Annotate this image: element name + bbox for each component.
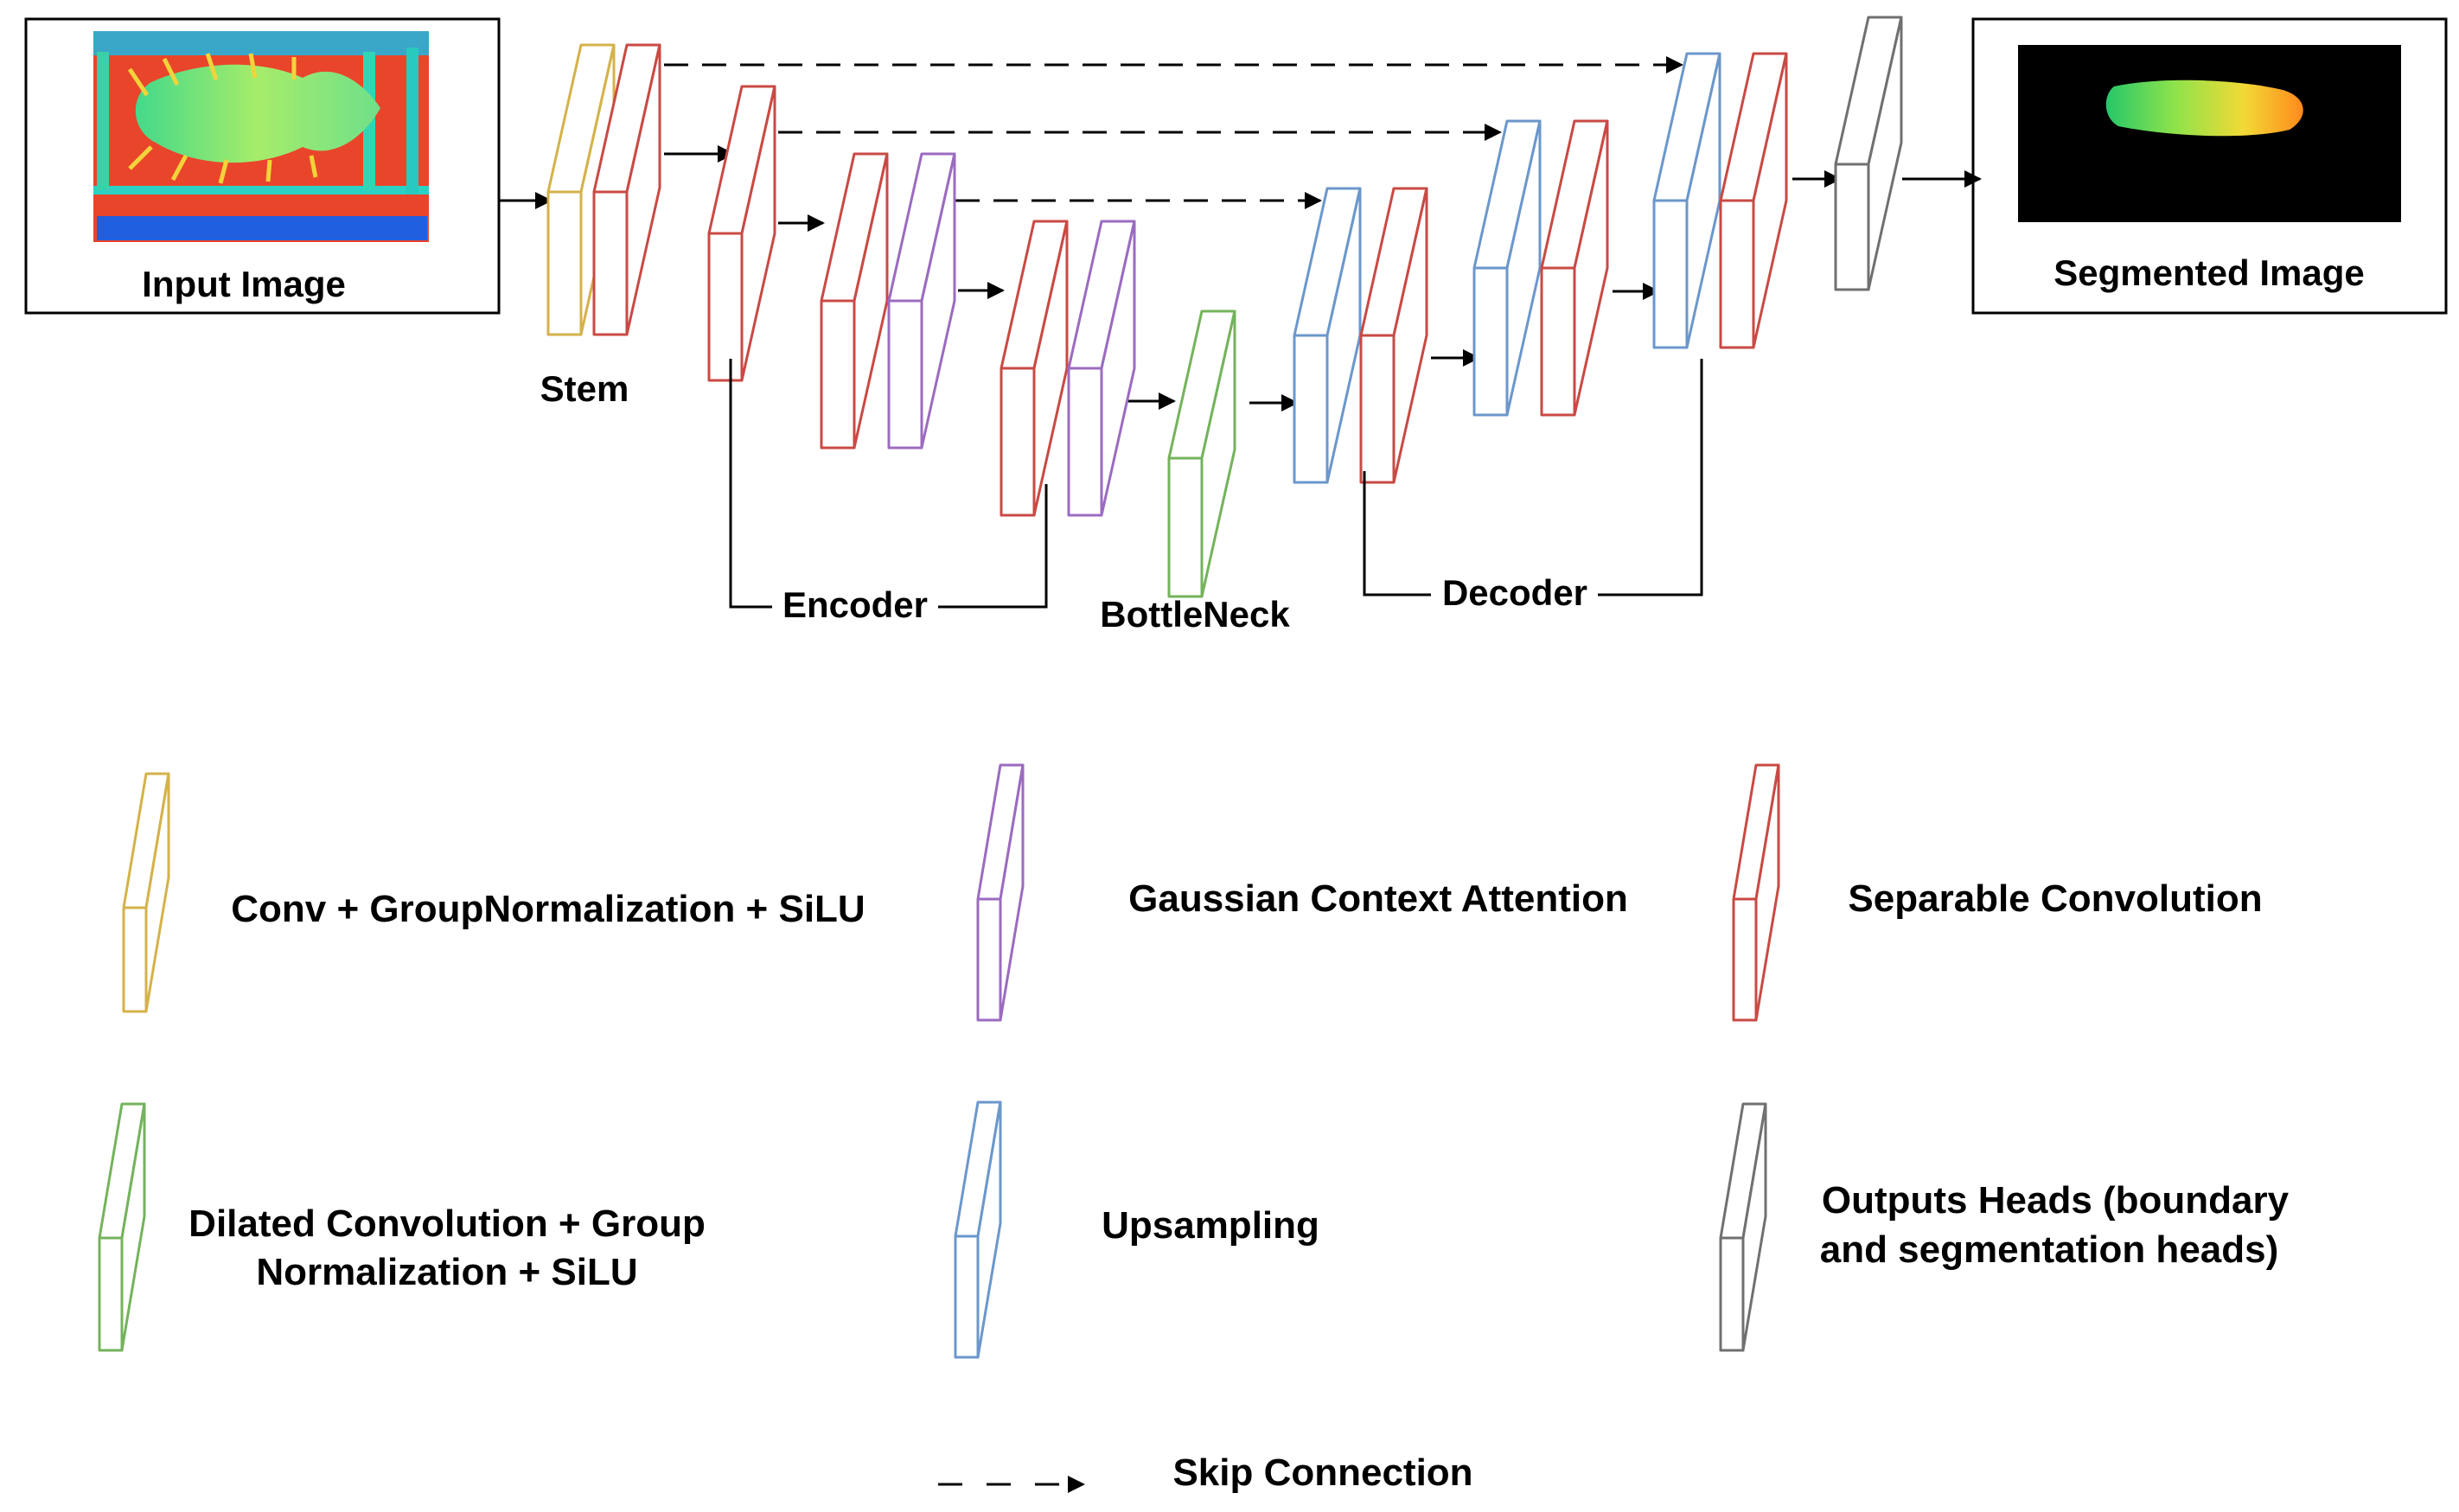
segmented-image	[2018, 45, 2401, 222]
decoder-separable-conv-block-3	[1719, 52, 1788, 349]
stage-label-decoder: Decoder	[1442, 572, 1587, 613]
legend-label-dilated-conv-line-2: Normalization + SiLU	[256, 1251, 637, 1293]
stage-labels: Stem Encoder BottleNeck Decoder	[540, 359, 1703, 635]
decoder-separable-conv-block-1	[1359, 187, 1428, 484]
legend-label-output-heads-line-2: and segmentation heads)	[1820, 1228, 2279, 1271]
legend-block-separable-conv	[1732, 763, 1780, 1022]
decoder-separable-conv-block-2	[1540, 119, 1609, 417]
legend-label-conv-gn-silu: Conv + GroupNormalization + SiLU	[231, 888, 865, 930]
decoder-upsampling-block-3	[1652, 52, 1721, 349]
legend-label-output-heads-line-1: Outputs Heads (boundary	[1822, 1179, 2290, 1222]
input-panel-label: Input Image	[142, 264, 346, 304]
legend-block-conv-gn-silu	[122, 772, 170, 1013]
legend-block-gaussian-attention	[976, 763, 1025, 1022]
input-panel: Input Image	[24, 17, 501, 315]
input-image	[93, 31, 429, 242]
encoder-separable-conv-block-2	[820, 152, 889, 450]
stem-separable-conv-block	[592, 43, 661, 336]
bottleneck-dilated-conv-block	[1167, 309, 1236, 598]
legend-label-separable-conv: Separable Convolution	[1848, 877, 2262, 920]
output-panel: Segmented Image	[1971, 17, 2448, 315]
layer-blocks	[546, 16, 1903, 598]
stage-label-encoder: Encoder	[782, 584, 928, 625]
decoder-bracket	[1363, 359, 1703, 597]
stage-label-stem: Stem	[540, 368, 629, 409]
encoder-separable-conv-block-1	[707, 85, 776, 382]
encoder-bracket	[729, 359, 1048, 609]
decoder-upsampling-block-1	[1293, 187, 1362, 484]
skip-connections	[664, 56, 1683, 209]
encoder-attention-block-2	[887, 152, 956, 450]
encoder-separable-conv-block-3	[1000, 220, 1069, 517]
legend-label-gaussian-attention: Gaussian Context Attention	[1128, 877, 1628, 920]
legend-block-output-heads	[1719, 1102, 1767, 1352]
output-heads-block	[1834, 16, 1903, 291]
legend-label-dilated-conv-line-1: Dilated Convolution + Group	[188, 1203, 706, 1245]
legend-label-upsampling: Upsampling	[1102, 1204, 1319, 1247]
legend-blocks	[98, 763, 1780, 1359]
flow-arrows	[499, 145, 1982, 411]
legend-label-skip-connection: Skip Connection	[1172, 1451, 1472, 1494]
legend-block-upsampling	[954, 1101, 1002, 1359]
encoder-attention-block-3	[1067, 220, 1136, 517]
output-panel-label: Segmented Image	[2053, 252, 2364, 293]
decoder-upsampling-block-2	[1472, 119, 1542, 417]
legend: Conv + GroupNormalization + SiLU Gaussia…	[188, 877, 2289, 1494]
legend-block-dilated-conv	[98, 1102, 146, 1352]
stage-label-bottleneck: BottleNeck	[1100, 594, 1290, 635]
